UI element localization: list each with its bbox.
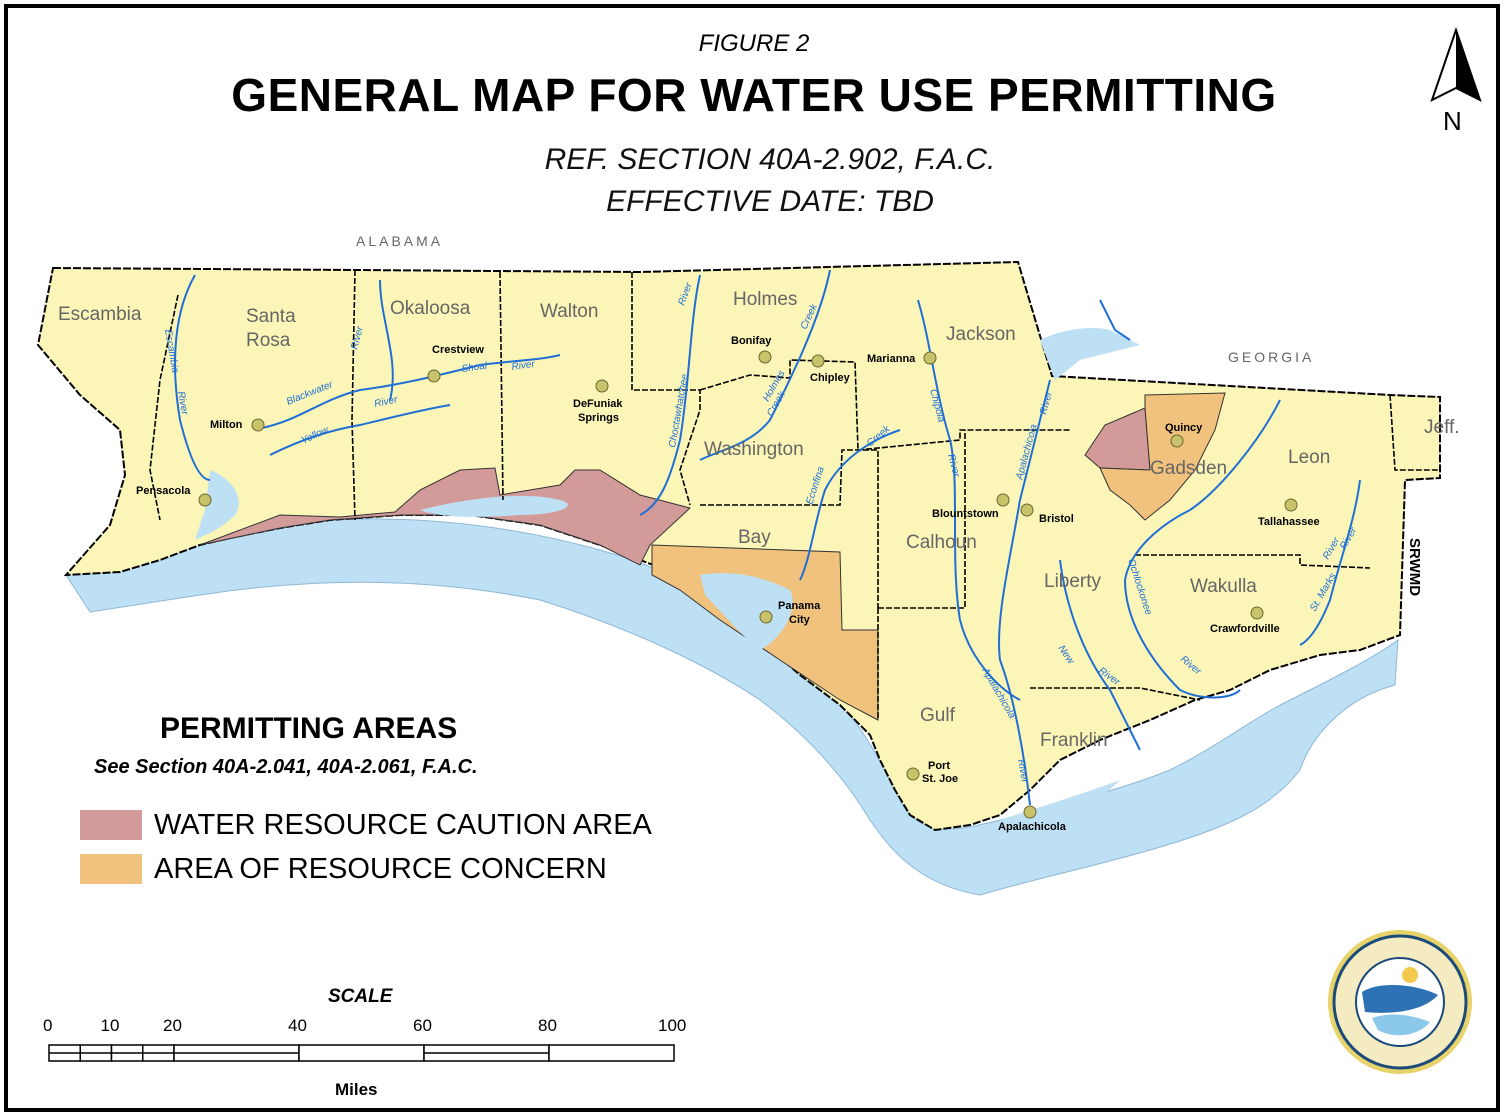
alabama-label: ALABAMA: [356, 233, 443, 249]
city-crestview: Crestview: [432, 344, 484, 356]
scale-segment: [548, 1044, 675, 1062]
north-arrow: [1430, 26, 1482, 102]
st-andrews-bay: [700, 573, 793, 650]
county-santa-rosa-2: Rosa: [246, 330, 291, 351]
map-title: GENERAL MAP FOR WATER USE PERMITTING: [231, 69, 1277, 121]
scale-tick-20: 20: [163, 1016, 182, 1035]
city-tallahassee: Tallahassee: [1258, 516, 1320, 528]
county-gadsden: Gadsden: [1150, 458, 1227, 479]
caution-area-coast: [199, 467, 692, 566]
city-panama: Panama: [778, 600, 821, 612]
city-marianna: Marianna: [867, 353, 916, 365]
scale-segment: [298, 1044, 425, 1062]
river-label-escambia-river: River: [175, 391, 190, 417]
city-crawfordville: Crawfordville: [1210, 623, 1280, 635]
county-jefferson: Jeff.: [1424, 417, 1460, 438]
map-reference: REF. SECTION 40A-2.902, F.A.C.: [544, 143, 996, 176]
county-calhoun: Calhoun: [906, 532, 977, 553]
legend-item-caution: WATER RESOURCE CAUTION AREA: [80, 808, 652, 842]
county-holmes: Holmes: [733, 289, 797, 310]
county-franklin: Franklin: [1040, 730, 1108, 751]
river-label-blackwater-river: River: [373, 394, 399, 410]
city-city: City: [789, 614, 811, 626]
lake-seminole: [1040, 328, 1140, 380]
effective-date: EFFECTIVE DATE: TBD: [606, 185, 934, 218]
city-port: Port: [928, 760, 950, 772]
county-boundaries: [149, 269, 1440, 720]
legend-swatch-concern: [80, 854, 142, 884]
city-springs: Springs: [578, 412, 619, 424]
scale-tick-0: 0: [43, 1016, 53, 1035]
scale-tick-60: 60: [413, 1016, 432, 1035]
city-blountstown: Blountstown: [932, 508, 999, 520]
scale-tick-10: 10: [100, 1016, 120, 1035]
legend-title: PERMITTING AREAS: [160, 712, 458, 745]
city-apalachicola: Apalachicola: [998, 821, 1067, 833]
city-bristol: Bristol: [1039, 513, 1074, 525]
city-pensacola: Pensacola: [136, 485, 191, 497]
scale-bar: [48, 1044, 675, 1062]
river-label-apalachicola-lower-river: River: [1015, 759, 1030, 785]
city-bonifay: Bonifay: [731, 335, 772, 347]
county-jackson: Jackson: [946, 324, 1016, 345]
scale-title: SCALE: [328, 986, 393, 1007]
legend-label-concern: AREA OF RESOURCE CONCERN: [154, 852, 607, 885]
county-washington: Washington: [704, 439, 804, 460]
county-walton: Walton: [540, 301, 598, 322]
figure-label: FIGURE 2: [698, 30, 810, 57]
apalachicola-bay: [1000, 780, 1120, 836]
river-label-shoal: Shoal: [461, 360, 489, 375]
county-bay: Bay: [738, 527, 771, 548]
legend-item-concern: AREA OF RESOURCE CONCERN: [80, 852, 607, 886]
scale-unit: Miles: [335, 1080, 378, 1099]
srwmd-label: SRWMD: [1406, 538, 1423, 596]
georgia-label: GEORGIA: [1228, 349, 1314, 365]
north-label: N: [1443, 106, 1462, 136]
city-st-joe: St. Joe: [922, 773, 958, 785]
county-leon: Leon: [1288, 447, 1330, 468]
county-liberty: Liberty: [1044, 571, 1102, 592]
legend-subtitle: See Section 40A-2.041, 40A-2.061, F.A.C.: [94, 756, 478, 778]
city-quincy: Quincy: [1165, 422, 1203, 434]
rivers: [174, 269, 1361, 806]
choctawhatchee-bay: [420, 495, 568, 517]
river-label-shoal-river: River: [511, 359, 536, 373]
county-gulf: Gulf: [920, 705, 956, 726]
city-defuniak: DeFuniak: [573, 398, 623, 410]
legend-label-caution: WATER RESOURCE CAUTION AREA: [154, 808, 652, 841]
city-markers: [198, 350, 1298, 819]
county-escambia: Escambia: [58, 304, 142, 325]
district-seal: [1328, 930, 1472, 1074]
concern-area-gadsden: [1099, 392, 1226, 521]
legend-swatch-caution: [80, 810, 142, 840]
county-santa-rosa-1: Santa: [246, 306, 296, 327]
city-chipley: Chipley: [810, 372, 851, 384]
scale-tick-100: 100: [658, 1016, 687, 1035]
city-milton: Milton: [210, 419, 243, 431]
scale-tick-40: 40: [288, 1016, 307, 1035]
scale-tick-80: 80: [538, 1016, 557, 1035]
county-okaloosa: Okaloosa: [390, 298, 471, 319]
pensacola-bay: [195, 470, 239, 540]
county-wakulla: Wakulla: [1190, 576, 1257, 597]
